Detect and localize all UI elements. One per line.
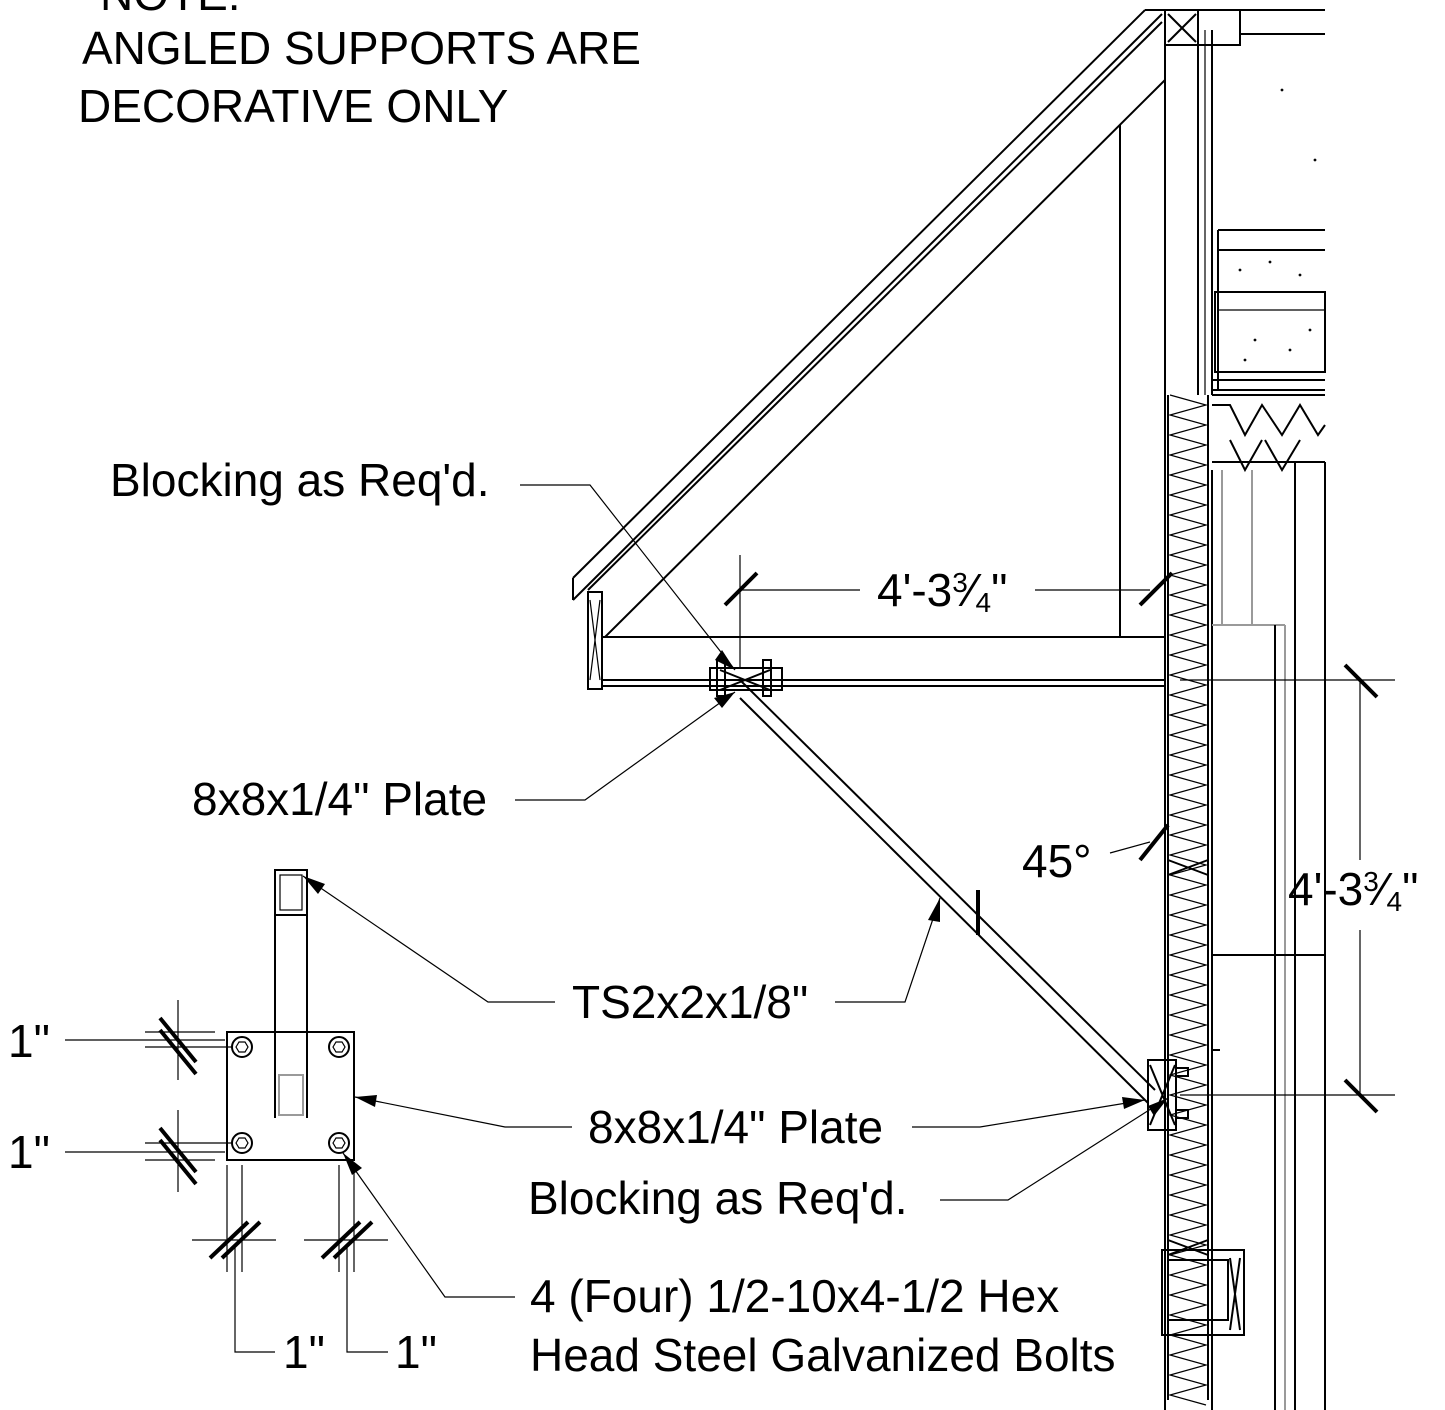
callout-plate-top: 8x8x1/4" Plate [192,773,487,825]
note-line-2: DECORATIVE ONLY [78,80,508,132]
callout-blocking-top: Blocking as Req'd. [110,454,490,506]
dimension-plate-bottom-left: 1" [283,1326,325,1378]
note: NOTE: ANGLED SUPPORTS ARE DECORATIVE ONL… [78,0,641,132]
canopy-frame [572,9,1189,1131]
callout-tube: TS2x2x1/8" [572,976,808,1028]
dimension-horizontal-label: 4'-33⁄4" [877,564,1007,618]
callouts: Blocking as Req'd. 8x8x1/4" Plate TS2x2x… [110,454,1169,1381]
bolt-icons [231,1036,350,1154]
callout-bolts-line-1: 4 (Four) 1/2-10x4-1/2 Hex [530,1270,1059,1322]
angle-label: 45° [1022,835,1092,887]
angle-dimension: 45° [976,823,1170,935]
dimension-horizontal: 4'-33⁄4" [723,555,1174,668]
callout-bolts-line-2: Head Steel Galvanized Bolts [530,1329,1116,1381]
callout-plate-bottom: 8x8x1/4" Plate [588,1101,883,1153]
note-heading: NOTE: [100,0,241,20]
dimension-vertical: 4'-33⁄4" [1180,663,1418,1114]
dimension-plate-left-bottom: 1" [8,1126,50,1178]
note-line-1: ANGLED SUPPORTS ARE [82,22,641,74]
dimension-plate-bottom-right: 1" [395,1326,437,1378]
wall-section [1161,9,1326,1410]
dimension-plate-left-top: 1" [8,1015,50,1067]
callout-blocking-bottom: Blocking as Req'd. [528,1172,908,1224]
dimension-vertical-label: 4'-33⁄4" [1288,863,1418,917]
plate-detail: 1" 1" 1" 1" [8,869,437,1378]
